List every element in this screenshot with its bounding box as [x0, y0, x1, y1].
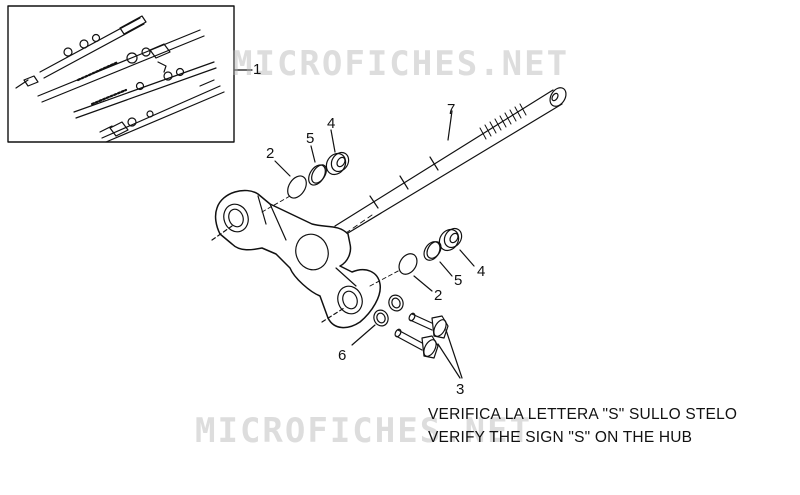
o-ring-2-upper [287, 175, 307, 199]
fork-assembly-inset [7, 5, 235, 143]
leader-line-3b [445, 329, 463, 379]
callout-2-lower: 2 [434, 287, 443, 304]
note-english: VERIFY THE SIGN "S" ON THE HUB [428, 429, 693, 446]
callout-7: 7 [447, 101, 456, 118]
callout-3: 3 [456, 381, 465, 398]
fork-triple-clamp [211, 189, 381, 329]
upper-bearing-set [261, 151, 350, 213]
leader-line-4-lower [459, 249, 475, 267]
callout-4-lower: 4 [477, 263, 486, 280]
leader-line-2-upper [274, 160, 291, 177]
leader-line-3a [437, 343, 461, 379]
leader-line-7 [447, 110, 453, 141]
callout-5-lower: 5 [454, 272, 463, 289]
callout-5-upper: 5 [306, 130, 315, 147]
lower-bearing-set [369, 227, 463, 287]
leader-line-5-lower [439, 261, 453, 277]
clamp-bolts-3 [394, 312, 449, 359]
steering-stem-shaft [329, 87, 567, 245]
bearing-4-upper [325, 152, 347, 176]
callout-4-upper: 4 [327, 115, 336, 132]
callout-1: 1 [253, 61, 262, 78]
bearing-4-lower [438, 228, 460, 252]
callout-2-upper: 2 [266, 145, 275, 162]
note-italian: VERIFICA LA LETTERA "S" SULLO STELO [428, 406, 738, 423]
washers-6 [373, 294, 404, 327]
leader-line-2-lower [413, 275, 433, 292]
leader-line-5-upper [310, 145, 316, 163]
callout-6: 6 [338, 347, 347, 364]
o-ring-2-lower [398, 253, 418, 275]
leader-line-6 [351, 324, 376, 346]
leader-line-4-upper [330, 129, 336, 153]
